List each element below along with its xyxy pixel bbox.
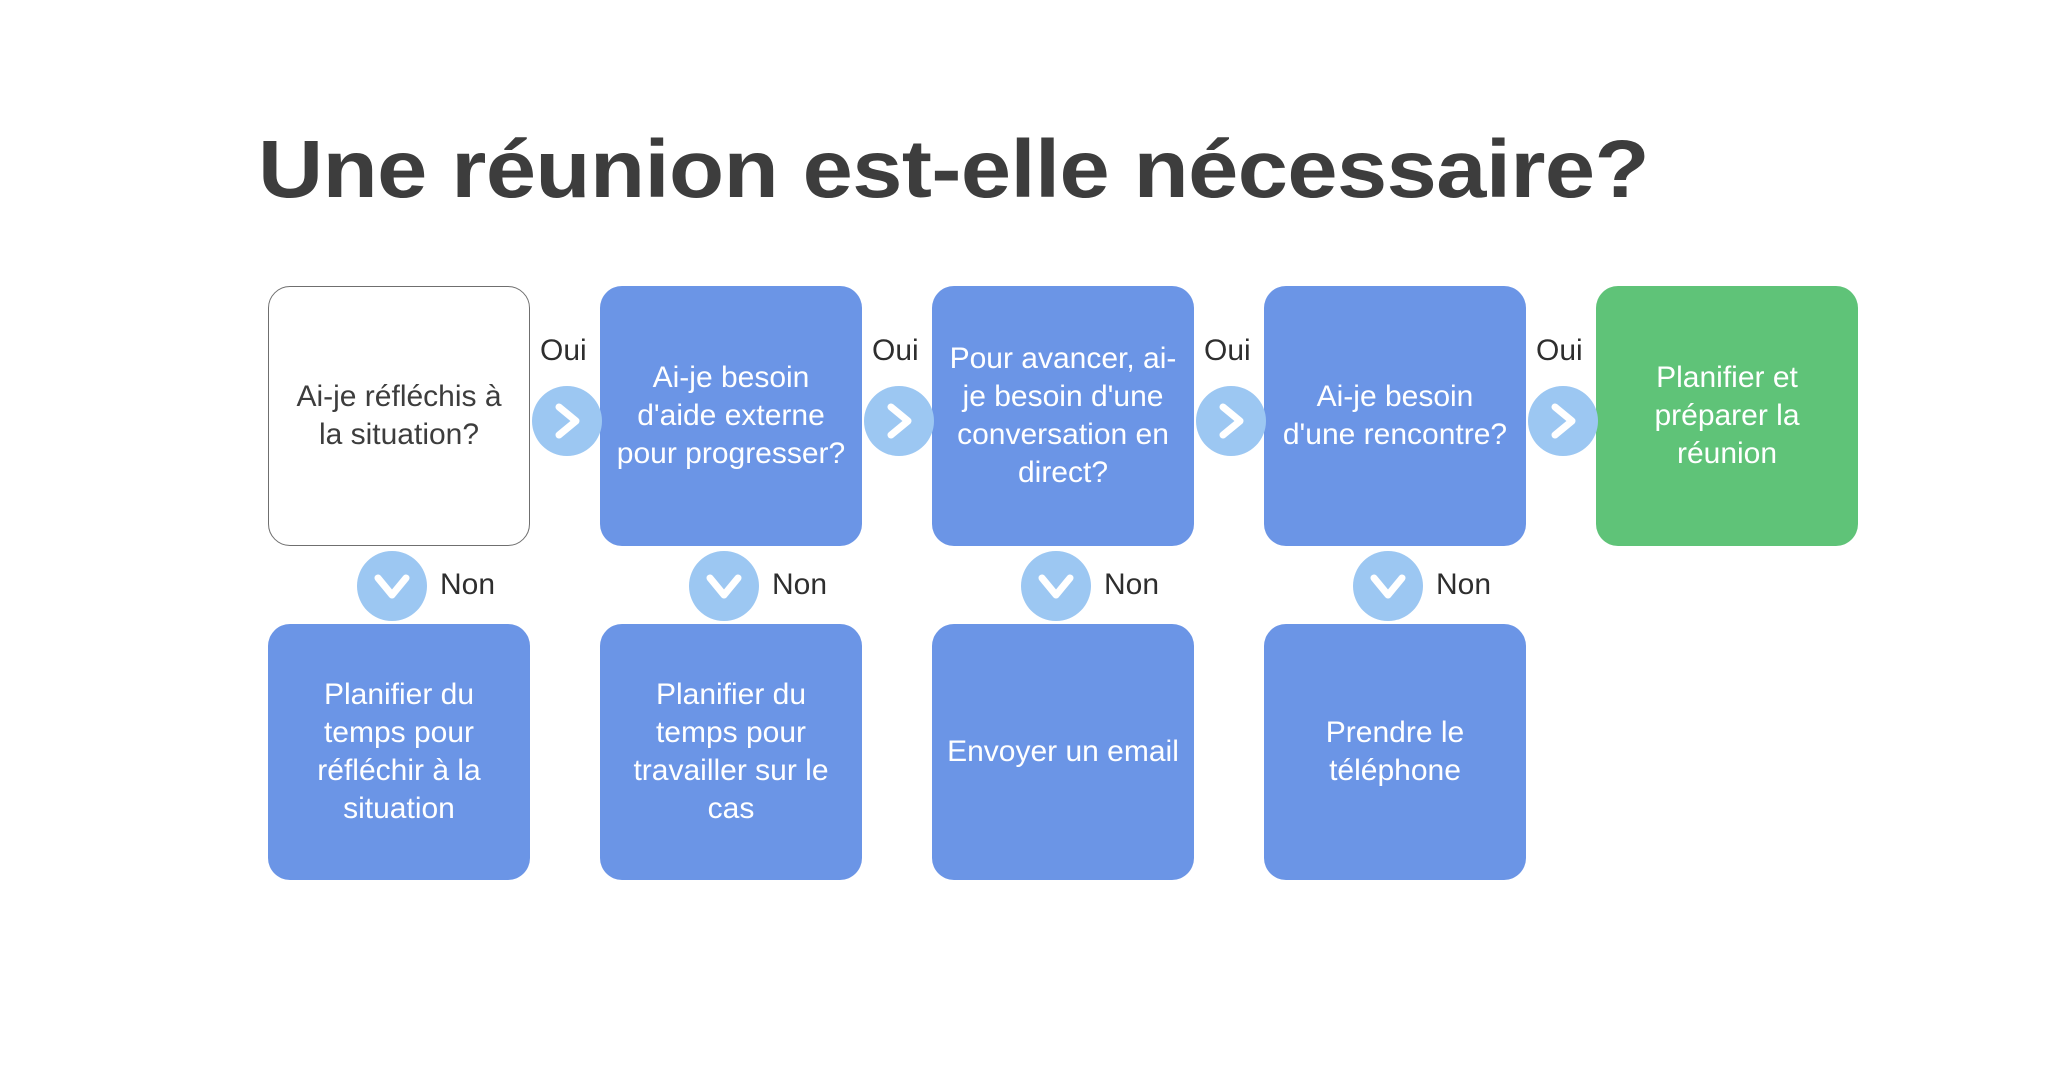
node-question-meeting-needed[interactable]: Ai-je besoin d'une rencontre? xyxy=(1264,286,1526,546)
node-outcome-make-phone-call[interactable]: Prendre le téléphone xyxy=(1264,624,1526,880)
node-label: Pour avancer, ai-je besoin d'une convers… xyxy=(949,342,1177,489)
page-title: Une réunion est-elle nécessaire? xyxy=(258,124,1650,215)
edge-label-yes-3: Oui xyxy=(1204,334,1251,367)
node-label: Ai-je besoin d'une rencontre? xyxy=(1282,380,1508,451)
connector-no-3[interactable] xyxy=(1021,551,1091,621)
connector-no-1[interactable] xyxy=(357,551,427,621)
node-label: Planifier du temps pour réfléchir à la s… xyxy=(317,678,481,825)
node-label: Envoyer un email xyxy=(947,735,1179,768)
edge-label-yes-4: Oui xyxy=(1536,334,1583,367)
node-outcome-plan-reflection-time[interactable]: Planifier du temps pour réfléchir à la s… xyxy=(268,624,530,880)
edge-label-yes-1: Oui xyxy=(540,334,587,367)
node-question-external-help[interactable]: Ai-je besoin d'aide externe pour progres… xyxy=(600,286,862,546)
node-label: Planifier et préparer la réunion xyxy=(1654,361,1800,470)
edge-label-no-4: Non xyxy=(1436,568,1492,601)
edge-label-no-2: Non xyxy=(772,568,828,601)
connector-yes-1[interactable] xyxy=(532,386,602,456)
connector-yes-2[interactable] xyxy=(864,386,934,456)
node-label: Prendre le téléphone xyxy=(1325,716,1465,787)
connector-yes-4[interactable] xyxy=(1528,386,1598,456)
chevron-down-icon xyxy=(704,569,744,603)
chevron-down-icon xyxy=(1036,569,1076,603)
node-label: Ai-je réfléchis à la situation? xyxy=(296,380,502,451)
chevron-right-icon xyxy=(1546,401,1580,441)
connector-yes-3[interactable] xyxy=(1196,386,1266,456)
chevron-right-icon xyxy=(882,401,916,441)
node-outcome-plan-work-time[interactable]: Planifier du temps pour travailler sur l… xyxy=(600,624,862,880)
node-outcome-send-email[interactable]: Envoyer un email xyxy=(932,624,1194,880)
edge-label-no-3: Non xyxy=(1104,568,1160,601)
node-question-reflection[interactable]: Ai-je réfléchis à la situation? xyxy=(268,286,530,546)
node-label: Planifier du temps pour travailler sur l… xyxy=(633,678,829,825)
chevron-down-icon xyxy=(372,569,412,603)
node-question-live-conversation[interactable]: Pour avancer, ai-je besoin d'une convers… xyxy=(932,286,1194,546)
node-label: Ai-je besoin d'aide externe pour progres… xyxy=(616,361,846,470)
edge-label-yes-2: Oui xyxy=(872,334,919,367)
edge-label-no-1: Non xyxy=(440,568,496,601)
connector-no-2[interactable] xyxy=(689,551,759,621)
chevron-right-icon xyxy=(1214,401,1248,441)
node-outcome-plan-meeting[interactable]: Planifier et préparer la réunion xyxy=(1596,286,1858,546)
chevron-down-icon xyxy=(1368,569,1408,603)
connector-no-4[interactable] xyxy=(1353,551,1423,621)
chevron-right-icon xyxy=(550,401,584,441)
